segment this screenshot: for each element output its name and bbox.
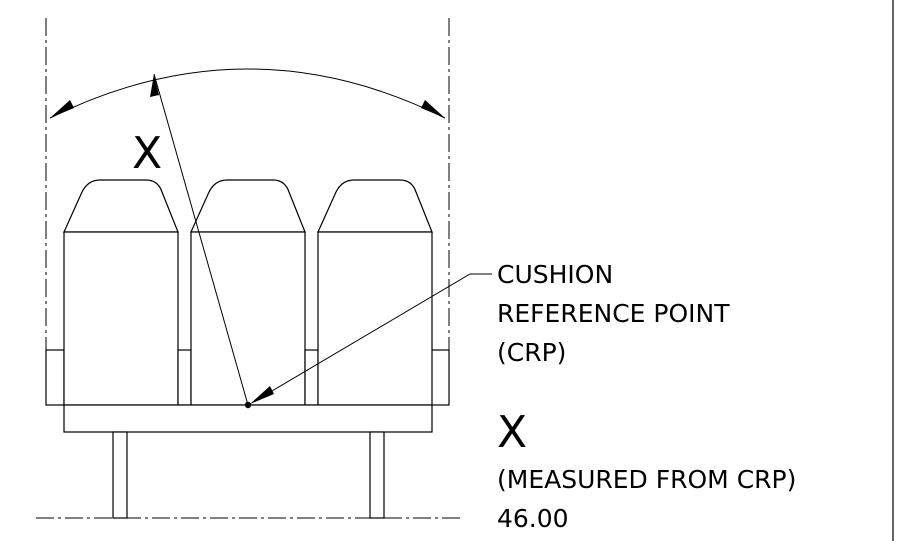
table-header-symbol: X	[497, 407, 527, 458]
arc-arrowhead-right	[421, 100, 445, 118]
crp-point-marker	[244, 401, 252, 409]
crp-callout-line-2: REFERENCE POINT	[497, 299, 730, 328]
seat-divider-right	[304, 349, 319, 406]
radius-arrowhead	[150, 74, 159, 97]
crp-leader-line	[254, 273, 492, 402]
crp-callout-line-3: (CRP)	[497, 338, 566, 367]
seat-base	[63, 404, 433, 433]
seat-leg-right	[369, 431, 385, 519]
right-wall-block	[430, 349, 450, 406]
left-wall-block	[45, 349, 65, 406]
arc-dimension-line	[49, 68, 446, 119]
seat-right	[317, 179, 433, 406]
seat-center	[190, 179, 306, 406]
crp-leader-arrowhead	[250, 386, 274, 404]
table-value: 46.00	[497, 504, 569, 533]
seat-left	[63, 179, 179, 406]
arc-arrowhead-left	[50, 100, 74, 118]
seat-leg-left	[112, 431, 128, 519]
seat-divider-left	[177, 349, 192, 406]
radius-dimension-label: X	[132, 128, 162, 179]
table-subheader: (MEASURED FROM CRP)	[497, 465, 796, 494]
crp-callout-line-1: CUSHION	[497, 260, 613, 289]
radius-dimension-line	[153, 73, 249, 406]
